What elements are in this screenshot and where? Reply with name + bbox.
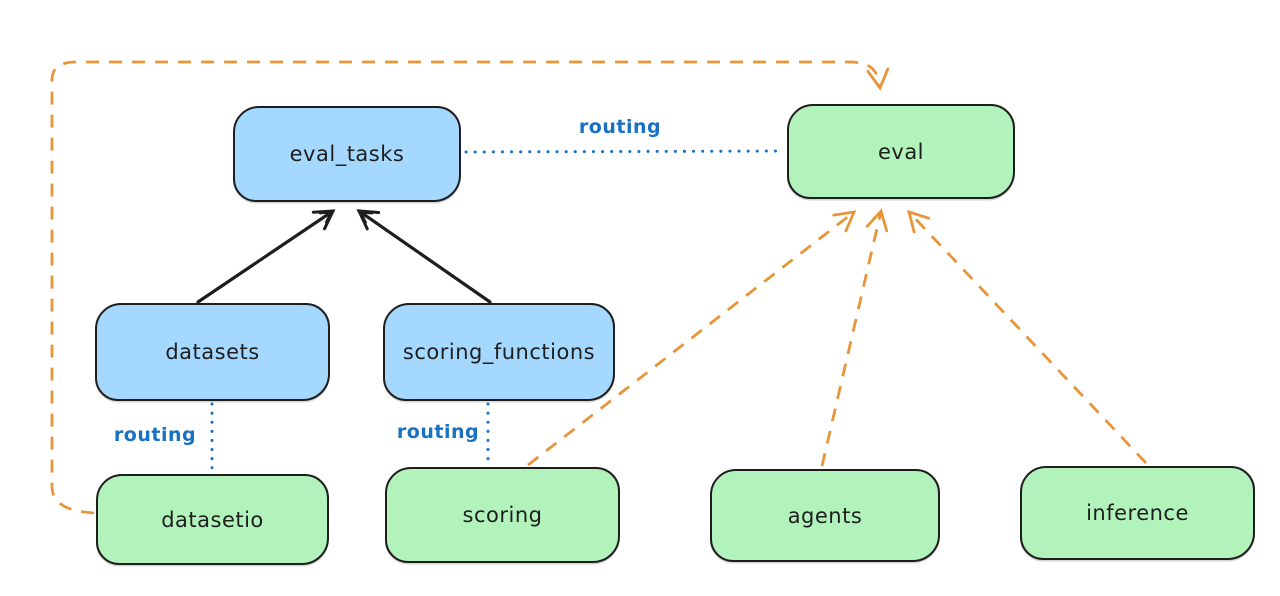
node-eval-tasks: eval_tasks <box>233 106 461 202</box>
edge-datasets-to-eval-tasks <box>196 209 336 304</box>
node-datasetio-label: datasetio <box>161 507 264 532</box>
node-datasets-label: datasets <box>165 340 260 364</box>
edge-label-routing-scoring-functions-scoring: routing <box>396 421 480 443</box>
node-agents: agents <box>710 469 940 562</box>
node-datasetio: datasetio <box>96 474 329 565</box>
edge-eval-tasks-to-eval-routing <box>464 149 785 154</box>
edge-agents-to-eval <box>820 208 889 467</box>
node-inference-label: inference <box>1086 501 1189 525</box>
edge-label-routing-eval-tasks-eval: routing <box>578 116 662 138</box>
node-inference: inference <box>1020 466 1255 560</box>
node-scoring: scoring <box>385 467 620 563</box>
edge-inference-to-eval <box>907 209 1148 464</box>
node-scoring-label: scoring <box>462 503 543 527</box>
node-eval: eval <box>787 104 1015 199</box>
edge-scoring-functions-to-eval-tasks <box>356 209 492 304</box>
node-eval-tasks-label: eval_tasks <box>289 142 405 166</box>
node-scoring-functions: scoring_functions <box>383 303 615 401</box>
node-agents-label: agents <box>787 503 863 528</box>
node-eval-label: eval <box>877 139 925 164</box>
node-datasets: datasets <box>95 303 330 401</box>
node-scoring-functions-label: scoring_functions <box>402 340 596 364</box>
edge-datasetio-to-eval <box>50 60 890 515</box>
edge-label-routing-datasets-datasetio: routing <box>113 424 197 446</box>
